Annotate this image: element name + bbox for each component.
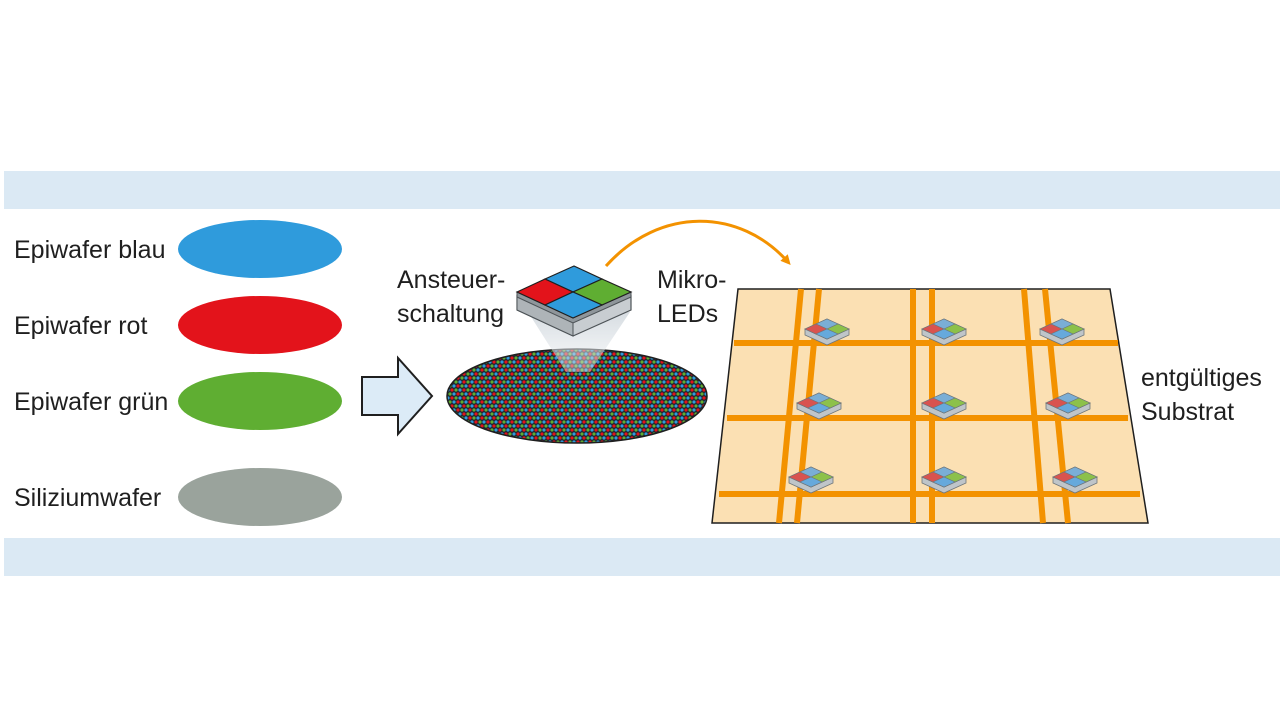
label-drive-circuit-line2: schaltung [397, 300, 504, 328]
final-substrate [711, 288, 1149, 524]
legend-item-blue: Epiwafer blau [14, 220, 342, 278]
label-drive-circuit-line1: Ansteuer- [397, 266, 505, 294]
process-arrow-icon [361, 355, 434, 437]
micro-led-chip [515, 265, 633, 337]
wafer-red-swatch [178, 296, 342, 354]
label-micro-leds-line1: Mikro- [657, 266, 726, 294]
transfer-arrow-icon [604, 219, 791, 268]
legend: Epiwafer blau Epiwafer rot Epiwafer grün… [14, 220, 342, 526]
legend-label-green: Epiwafer grün [14, 388, 168, 416]
bottom-band [4, 538, 1280, 576]
label-final-substrate-line1: entgültiges [1141, 364, 1262, 392]
label-final-substrate-line2: Substrat [1141, 398, 1234, 426]
legend-label-red: Epiwafer rot [14, 312, 147, 340]
wafer-blue-swatch [178, 220, 342, 278]
wafer-green-swatch [178, 372, 342, 430]
legend-label-blue: Epiwafer blau [14, 236, 165, 264]
legend-item-red: Epiwafer rot [14, 296, 342, 354]
legend-item-silicon: Siliziumwafer [14, 468, 342, 526]
top-band [4, 171, 1280, 209]
legend-item-green: Epiwafer grün [14, 372, 342, 430]
legend-label-silicon: Siliziumwafer [14, 484, 161, 512]
label-micro-leds-line2: LEDs [657, 300, 718, 328]
wafer-silicon-swatch [178, 468, 342, 526]
